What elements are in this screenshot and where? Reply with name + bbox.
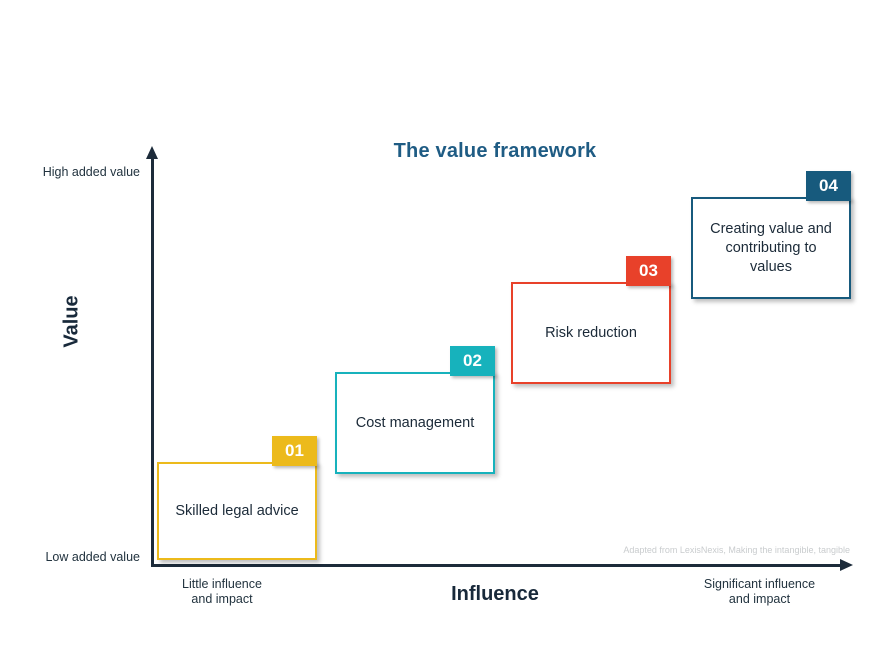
step-label-03: Risk reduction <box>545 324 637 341</box>
x-axis-arrow-icon <box>840 559 853 571</box>
y-axis-title: Value <box>60 295 83 348</box>
x-axis-line <box>151 564 843 567</box>
step-card-03[interactable]: 03 Risk reduction <box>511 256 671 384</box>
x-axis-label-left: Little influence and impact <box>152 577 292 607</box>
step-card-02[interactable]: 02 Cost management <box>335 346 495 474</box>
step-number-badge-02: 02 <box>450 346 495 376</box>
step-card-04[interactable]: 04 Creating value and contributing to va… <box>691 171 851 299</box>
y-axis-tick-high: High added value <box>42 165 140 179</box>
attribution-note: Adapted from LexisNexis, Making the inta… <box>623 545 850 555</box>
y-axis-tick-low: Low added value <box>45 550 140 564</box>
step-label-04: Creating value and contributing to value… <box>710 220 832 275</box>
step-number-badge-01: 01 <box>272 436 317 466</box>
x-axis-label-left-line2: and impact <box>191 592 253 606</box>
x-axis-label-right: Significant influence and impact <box>682 577 837 607</box>
x-axis-title: Influence <box>451 583 539 605</box>
page-title: The value framework <box>393 140 597 162</box>
step-body-02: Cost management <box>335 372 495 474</box>
step-card-01[interactable]: 01 Skilled legal advice <box>157 436 317 560</box>
x-axis-label-right-line1: Significant influence <box>703 577 816 591</box>
y-axis-line <box>151 158 154 567</box>
x-axis-label-right-line2: and impact <box>728 592 791 606</box>
step-label-02: Cost management <box>355 414 475 431</box>
step-body-04: Creating value and contributing to value… <box>691 197 851 299</box>
y-axis-arrow-icon <box>146 146 158 159</box>
step-number-badge-04: 04 <box>806 171 851 201</box>
step-body-01: Skilled legal advice <box>157 462 317 560</box>
step-body-03: Risk reduction <box>511 282 671 384</box>
step-number-badge-03: 03 <box>626 256 671 286</box>
step-label-01: Skilled legal advice <box>175 502 299 519</box>
x-axis-label-left-line1: Little influence <box>182 577 262 591</box>
